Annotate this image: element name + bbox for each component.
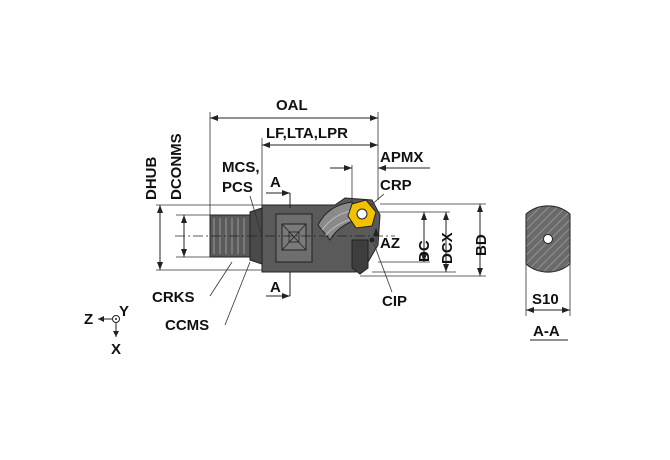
oal-dimension: OAL bbox=[209, 97, 379, 215]
tip-lower bbox=[351, 239, 369, 275]
lf-dimension: LF,LTA,LPR bbox=[261, 125, 378, 208]
section-a-bottom-label: A bbox=[270, 279, 281, 296]
crks-label: CRKS bbox=[152, 289, 195, 306]
section-marker-top: A bbox=[266, 174, 291, 208]
section-view: S10 A-A bbox=[525, 205, 571, 341]
axis-indicator: Z Y X bbox=[84, 303, 129, 358]
dcx-dimension: DCX bbox=[372, 212, 456, 273]
dconms-label: DCONMS bbox=[168, 133, 185, 200]
pcs-label: PCS bbox=[222, 179, 253, 196]
clamp-square bbox=[281, 223, 307, 251]
axis-z-label: Z bbox=[84, 311, 93, 328]
apmx-label: APMX bbox=[380, 149, 423, 166]
oal-label: OAL bbox=[276, 97, 308, 114]
insert bbox=[347, 199, 377, 229]
cip-point bbox=[369, 237, 375, 243]
lf-label: LF,LTA,LPR bbox=[266, 125, 348, 142]
mcs-pcs-callout: MCS, PCS bbox=[222, 159, 263, 237]
dhub-label: DHUB bbox=[143, 157, 160, 200]
bd-label: BD bbox=[473, 234, 490, 256]
az-callout: AZ bbox=[373, 228, 400, 252]
az-label: AZ bbox=[380, 235, 400, 252]
section-marker-bottom: A bbox=[266, 272, 291, 299]
dhub-dimension: DHUB bbox=[143, 157, 262, 271]
dcx-label: DCX bbox=[439, 232, 456, 264]
mcs-label: MCS, bbox=[222, 159, 260, 176]
axis-x-label: X bbox=[111, 341, 121, 358]
ccms-callout: CCMS bbox=[165, 261, 251, 334]
ccms-label: CCMS bbox=[165, 317, 209, 334]
dc-dimension: DC bbox=[378, 211, 450, 263]
dconms-dimension: DCONMS bbox=[168, 133, 210, 258]
s10-label: S10 bbox=[532, 291, 559, 308]
crp-callout: CRP bbox=[369, 177, 412, 207]
crks-callout: CRKS bbox=[152, 261, 233, 306]
section-label: A-A bbox=[533, 323, 560, 340]
axis-y-label: Y bbox=[119, 303, 129, 320]
dc-label: DC bbox=[416, 240, 433, 262]
section-hole bbox=[543, 234, 553, 244]
crp-label: CRP bbox=[380, 177, 412, 194]
bd-dimension: BD bbox=[360, 203, 490, 277]
section-a-top-label: A bbox=[270, 174, 281, 191]
apmx-dimension: APMX bbox=[330, 149, 430, 202]
cip-callout: CIP bbox=[373, 243, 407, 310]
tool-body bbox=[209, 197, 381, 275]
cip-label: CIP bbox=[382, 293, 407, 310]
